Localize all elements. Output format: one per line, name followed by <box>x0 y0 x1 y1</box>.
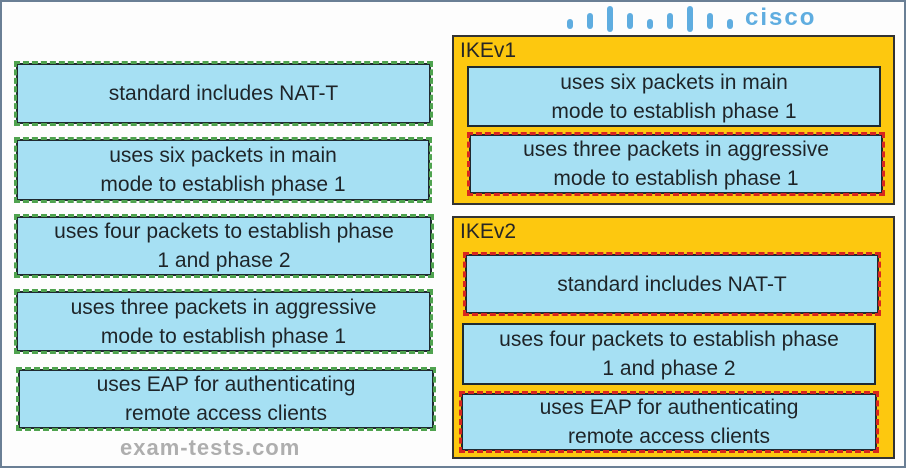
group-title-ikev1: IKEv1 <box>460 39 517 62</box>
ikev2-item-four-packets[interactable]: uses four packets to establish phase 1 a… <box>462 323 876 385</box>
ikev1-item-three-packets[interactable]: uses three packets in aggressive mode to… <box>467 132 885 196</box>
source-item-nat-t[interactable]: standard includes NAT-T <box>14 61 433 126</box>
target-item-text: standard includes NAT-T <box>557 272 787 296</box>
source-item-text: uses four packets to establish phase 1 a… <box>54 220 394 272</box>
target-item-text: uses six packets in main mode to establi… <box>551 70 797 123</box>
source-item-text: standard includes NAT-T <box>108 82 339 105</box>
target-item-text: uses EAP for authenticating remote acces… <box>539 396 799 448</box>
ikev2-item-nat-t[interactable]: standard includes NAT-T <box>463 252 881 316</box>
source-item-text: uses three packets in aggressive mode to… <box>70 295 377 348</box>
source-item-six-packets[interactable]: uses six packets in main mode to establi… <box>14 137 432 203</box>
source-item-text: uses six packets in main mode to establi… <box>100 144 346 196</box>
target-item-text: uses three packets in aggressive mode to… <box>523 138 829 190</box>
source-item-eap[interactable]: uses EAP for authenticating remote acces… <box>16 367 436 431</box>
ikev2-item-eap[interactable]: uses EAP for authenticating remote acces… <box>459 391 879 453</box>
source-item-text: uses EAP for authenticating remote acces… <box>96 373 356 425</box>
target-item-text: uses four packets to establish phase 1 a… <box>499 328 839 380</box>
source-item-four-packets[interactable]: uses four packets to establish phase 1 a… <box>14 214 434 278</box>
source-item-three-packets[interactable]: uses three packets in aggressive mode to… <box>14 289 433 354</box>
group-title-ikev2: IKEv2 <box>460 220 517 243</box>
ikev1-item-six-packets[interactable]: uses six packets in main mode to establi… <box>467 66 881 127</box>
